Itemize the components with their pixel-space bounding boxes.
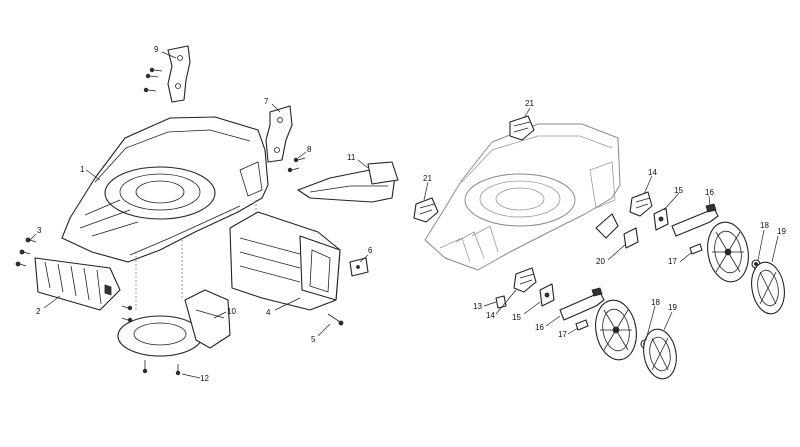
grass-chute-4: [229, 211, 341, 311]
rear-bracket-9: [143, 45, 191, 103]
label-16-upper: 16: [705, 188, 714, 197]
bracket-15-lower: [539, 283, 555, 307]
mower-deck: [61, 116, 269, 263]
label-15-upper: 15: [674, 186, 683, 195]
rear-wheel-guard-21-left: [413, 197, 439, 223]
rear-wheel-guard-21-top: [509, 115, 535, 141]
nut-13: [495, 295, 507, 309]
mower-deck-ghost: [424, 123, 621, 271]
pin-17-upper: [689, 243, 703, 255]
label-4: 4: [266, 308, 271, 317]
screws-3: [15, 237, 37, 267]
clip-6: [349, 257, 369, 277]
screw-5: [327, 313, 344, 326]
screws-12: [142, 360, 181, 376]
label-18-lower: 18: [651, 298, 660, 307]
label-17-upper: 17: [668, 257, 677, 266]
front-bumper: [34, 257, 121, 311]
label-17-lower: 17: [558, 330, 567, 339]
label-16-lower: 16: [535, 323, 544, 332]
label-14-lower: 14: [486, 311, 495, 320]
rear-flap-11: [297, 161, 399, 203]
label-1: 1: [80, 165, 85, 174]
label-6: 6: [368, 246, 373, 255]
height-adjuster-20: [595, 213, 639, 249]
handle-bracket-7: [265, 105, 293, 163]
assembly-lines-left: [135, 200, 257, 310]
rear-wheel: [707, 221, 749, 283]
label-13: 13: [473, 302, 482, 311]
label-21-top: 21: [525, 99, 534, 108]
callouts-right: 21 21 14 15 16 17 18 19 20 13 14 15 16 1…: [423, 99, 786, 341]
label-10: 10: [227, 307, 236, 316]
label-11: 11: [347, 153, 356, 162]
label-14-upper: 14: [648, 168, 657, 177]
bracket-15-upper: [653, 207, 669, 231]
axle-lever-16-upper: [671, 203, 719, 237]
hubcap-19-upper: [751, 261, 785, 315]
label-21-left: 21: [423, 174, 432, 183]
label-18-upper: 18: [760, 221, 769, 230]
axle-lever-16-lower: [559, 287, 605, 321]
label-9: 9: [154, 45, 159, 54]
hubcap-19-lower: [643, 328, 677, 380]
wheel-guard-14-upper: [629, 191, 653, 217]
callouts-left: 1 2 3 4 5 6 7 8 9 10 11 12: [29, 45, 373, 383]
label-8: 8: [307, 145, 312, 154]
wheel-guard-14-lower: [513, 267, 537, 293]
label-20: 20: [596, 257, 605, 266]
label-15-lower: 15: [512, 313, 521, 322]
deflector-bowl-10: [117, 289, 231, 357]
front-wheel: [595, 299, 637, 361]
label-7: 7: [264, 97, 269, 106]
label-12: 12: [200, 374, 209, 383]
label-2: 2: [36, 307, 41, 316]
screws-8: [287, 157, 306, 173]
label-19-upper: 19: [777, 227, 786, 236]
label-3: 3: [37, 226, 42, 235]
label-5: 5: [311, 335, 316, 344]
label-19-lower: 19: [668, 303, 677, 312]
